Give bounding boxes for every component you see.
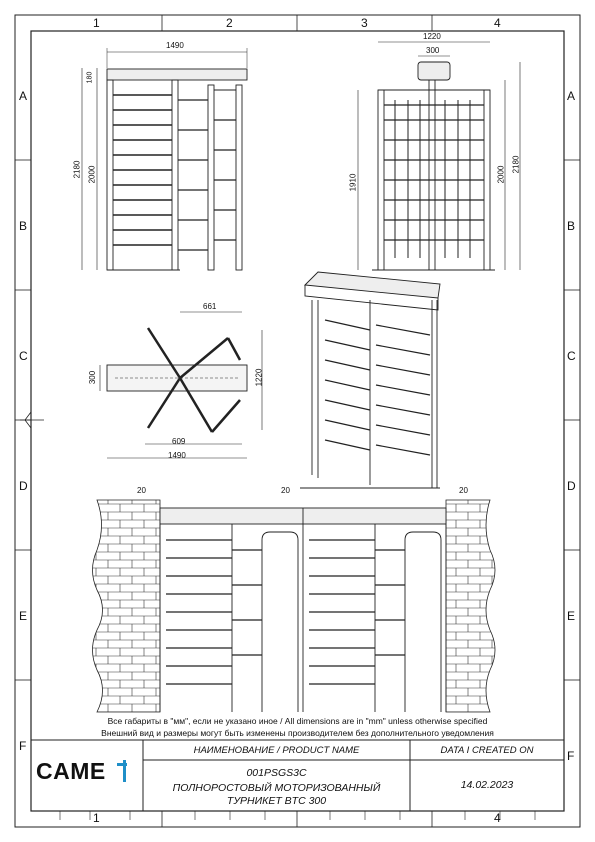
double-turnstile — [159, 507, 447, 712]
dim-side-frame-height: 2000 — [496, 165, 506, 184]
column-label-4: 4 — [494, 16, 501, 30]
dim-plan-total: 1490 — [168, 451, 186, 460]
row-label-right-F: F — [567, 749, 575, 763]
isometric-view — [300, 271, 441, 489]
inner-border — [30, 30, 565, 812]
brick-walls — [92, 499, 496, 713]
product-code: 001PSGS3C — [246, 767, 307, 779]
dim-side-width: 1220 — [423, 32, 441, 41]
column-label-1: 1 — [93, 16, 100, 30]
row-label-B: B — [19, 219, 28, 233]
came-plus-icon — [117, 760, 127, 782]
came-logo: CAME — [36, 758, 106, 785]
column-label-bottom-1: 1 — [93, 811, 100, 825]
row-label-right-E: E — [567, 609, 576, 623]
dim-plan-width: 1220 — [254, 368, 264, 387]
row-label-D: D — [19, 479, 28, 493]
dim-front-frame-height: 2000 — [87, 165, 97, 184]
dim-wall-gap-left: 20 — [137, 486, 146, 495]
dim-front-width: 1490 — [166, 41, 184, 50]
dim-wall-gap-mid: 20 — [281, 486, 290, 495]
change-note: Внешний вид и размеры могут быть изменен… — [101, 728, 494, 738]
product-name-line1: ПОЛНОРОСТОВЫЙ МОТОРИЗОВАННЫЙ — [172, 782, 381, 794]
dim-side-total-height: 2180 — [511, 155, 521, 174]
dim-plan-arm: 661 — [203, 302, 217, 311]
orientation-arrow-icon — [20, 411, 44, 429]
side-view — [357, 41, 521, 271]
plan-view — [99, 311, 263, 459]
front-view — [81, 48, 248, 271]
product-name-line2: ТУРНИКЕТ BTC 300 — [226, 795, 327, 807]
dim-wall-gap-right: 20 — [459, 486, 468, 495]
dim-plan-depth: 300 — [88, 370, 98, 385]
row-label-C: C — [19, 349, 28, 363]
column-label-bottom-4: 4 — [494, 811, 501, 825]
row-label-A: A — [19, 89, 28, 103]
dim-front-top: 180 — [86, 71, 94, 84]
product-name-header: НАИМЕНОВАНИЕ / PRODUCT NAME — [193, 745, 360, 756]
outer-border — [14, 14, 581, 828]
dim-side-height: 1910 — [348, 173, 358, 192]
title-block-lines — [31, 739, 564, 811]
column-label-3: 3 — [361, 16, 368, 30]
created-date: 14.02.2023 — [460, 779, 514, 791]
row-label-right-C: C — [567, 349, 576, 363]
dim-plan-inner: 609 — [172, 437, 186, 446]
row-label-F: F — [19, 739, 27, 753]
logo-text: CAME — [36, 758, 106, 784]
column-label-2: 2 — [226, 16, 233, 30]
row-label-right-A: A — [567, 89, 576, 103]
dim-side-head: 300 — [426, 46, 440, 55]
row-label-right-D: D — [567, 479, 576, 493]
row-label-right-B: B — [567, 219, 576, 233]
created-on-header: DATA I CREATED ON — [440, 745, 534, 756]
dimension-note: Все габариты в "мм", если не указано ино… — [107, 716, 488, 726]
row-label-E: E — [19, 609, 28, 623]
dim-front-total-height: 2180 — [72, 160, 82, 179]
